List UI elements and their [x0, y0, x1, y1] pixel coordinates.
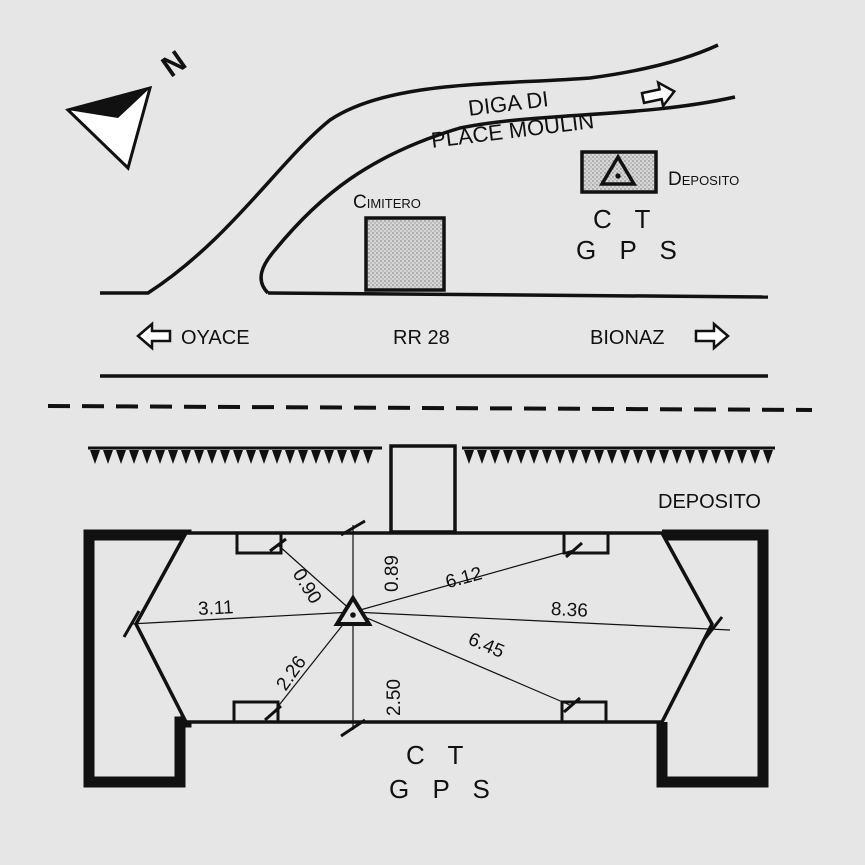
cemetery-label: Cimitero [353, 192, 421, 213]
road-number: RR 28 [393, 327, 450, 349]
north-label: N [156, 44, 193, 83]
wall-tooth [568, 450, 578, 464]
wall-tooth [350, 450, 360, 464]
triangle-point-icon [333, 594, 373, 626]
wall-tooth [646, 450, 656, 464]
wall-tooth [181, 450, 191, 464]
wall-tooth [620, 450, 630, 464]
wall-tooth [698, 450, 708, 464]
wall-tooth [685, 450, 695, 464]
wall-tooth [324, 450, 334, 464]
measure-down: 2.50 [384, 679, 405, 716]
wall-tooth [542, 450, 552, 464]
wall-tooth [490, 450, 500, 464]
wall-tooth [272, 450, 282, 464]
wall-tooth [103, 450, 113, 464]
wall-tooth [594, 450, 604, 464]
wall-tooth [363, 450, 373, 464]
dam-road [100, 43, 769, 299]
lower-deposit-title: DEPOSITO [658, 491, 761, 513]
upper-ct-line2: G P S [576, 235, 685, 265]
upper-ct-line1: C T [593, 204, 658, 234]
wall-tooth [659, 450, 669, 464]
section-divider [47, 404, 813, 412]
measurement-ticks [122, 519, 724, 738]
wall-tooth [464, 450, 474, 464]
wall-tooth [220, 450, 230, 464]
wall-tooth [763, 450, 773, 464]
wall-tooth [168, 450, 178, 464]
lower-ct-line1: C T [406, 740, 471, 770]
wall-tooth [142, 450, 152, 464]
building-annex [389, 444, 457, 534]
wall-tooth [285, 450, 295, 464]
wall-tooth [298, 450, 308, 464]
wall-tooth [246, 450, 256, 464]
wall-tooth [116, 450, 126, 464]
wall-tooth [337, 450, 347, 464]
wall-tooth [259, 450, 269, 464]
wall-tooth [724, 450, 734, 464]
measure-up: 0.89 [382, 555, 403, 592]
wall-tooth [750, 450, 760, 464]
pillar-bottom-left [232, 700, 280, 724]
wall-tooth [194, 450, 204, 464]
wall-tooth [529, 450, 539, 464]
wall-tooth [633, 450, 643, 464]
cemetery-block [364, 216, 446, 292]
wall-tooth [155, 450, 165, 464]
measurement-lines [129, 525, 731, 730]
dam-direction-arrow-icon [640, 80, 677, 109]
triangle-point-icon [598, 153, 638, 186]
left-arrow-icon [136, 321, 172, 351]
measure-left: 3.11 [198, 597, 235, 620]
wall-tooth [207, 450, 217, 464]
wall-tooth [607, 450, 617, 464]
road-label-oyace: OYACE [181, 327, 250, 349]
wall-tooth [477, 450, 487, 464]
deposit-label: Deposito [668, 169, 739, 190]
measure-right: 8.36 [550, 599, 588, 622]
wall-tooth [672, 450, 682, 464]
pillar-top-right [562, 531, 610, 555]
wall-tooth [516, 450, 526, 464]
right-wall [656, 529, 769, 788]
wall-tooth [555, 450, 565, 464]
lower-ct-line2: G P S [389, 774, 498, 804]
retaining-wall [88, 446, 775, 464]
wall-tooth [737, 450, 747, 464]
wall-tooth [503, 450, 513, 464]
wall-tooth [311, 450, 321, 464]
north-arrow-icon: N [65, 44, 193, 171]
building-outline [134, 531, 714, 724]
wall-tooth [581, 450, 591, 464]
wall-tooth [233, 450, 243, 464]
wall-tooth [711, 450, 721, 464]
pillar-bottom-right [560, 700, 608, 724]
road-label-bionaz: BIONAZ [590, 327, 664, 349]
right-arrow-icon [694, 321, 730, 351]
wall-tooth [129, 450, 139, 464]
wall-tooth [90, 450, 100, 464]
